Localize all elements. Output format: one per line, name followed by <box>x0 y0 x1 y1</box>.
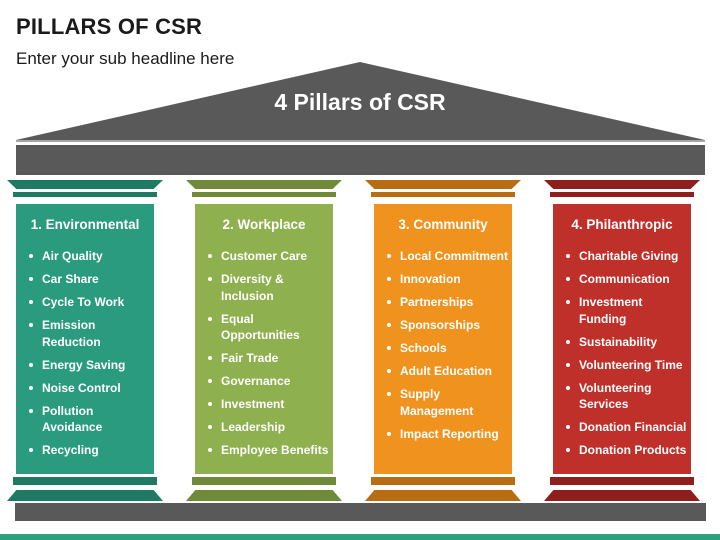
pillar-title: 2. Workplace <box>222 217 306 232</box>
roof-beam-highlight <box>16 140 705 142</box>
pillar-item: Local Commitment <box>387 248 508 265</box>
pillar-title: 3. Community <box>398 217 488 232</box>
pillar-base-band <box>371 477 515 485</box>
pillar-item: Charitable Giving <box>566 248 687 265</box>
pillar-item: Diversity & Inclusion <box>208 271 329 304</box>
roof-title: 4 Pillars of CSR <box>274 89 446 115</box>
pillar-item: Air Quality <box>29 248 150 265</box>
pillar-item: Car Share <box>29 271 150 288</box>
pillar-plinth <box>365 490 521 501</box>
pillar-item: Investment Funding <box>566 294 687 327</box>
pillar-item: Noise Control <box>29 380 150 397</box>
pillar-item: Emission Reduction <box>29 317 150 350</box>
pillar-item: Cycle To Work <box>29 294 150 311</box>
pillar-item: Impact Reporting <box>387 426 508 443</box>
pillar-title: 1. Environmental <box>30 217 140 232</box>
pillar-item: Employee Benefits <box>208 442 329 459</box>
pillar-item: Innovation <box>387 271 508 288</box>
pillar-item: Donation Products <box>566 442 687 459</box>
pillar-base-band <box>192 477 336 485</box>
pillar-item: Volunteering Services <box>566 380 687 413</box>
pillar-item: Customer Care <box>208 248 329 265</box>
pillar-item: Leadership <box>208 419 329 436</box>
pillar-title: 4. Philanthropic <box>571 217 673 232</box>
pillar-item: Energy Saving <box>29 357 150 374</box>
pillar-base-band <box>13 477 157 485</box>
pillar-item: Investment <box>208 396 329 413</box>
pillar-item: Volunteering Time <box>566 357 687 374</box>
page-title: PILLARS OF CSR <box>16 14 203 39</box>
pillar-item: Sponsorships <box>387 317 508 334</box>
pillar-capital-band <box>550 192 694 197</box>
pillar-item: Fair Trade <box>208 350 329 367</box>
pillar-item: Equal Opportunities <box>208 311 329 344</box>
pillar-capital <box>544 180 700 189</box>
pillar-capital-band <box>13 192 157 197</box>
bottom-accent-strip <box>0 534 720 540</box>
roof-beam <box>16 145 705 175</box>
pillar-item: Sustainability <box>566 334 687 351</box>
pillar-capital <box>186 180 342 189</box>
pillar-item: Pollution Avoidance <box>29 403 150 436</box>
pillar-item: Supply Management <box>387 386 508 419</box>
pillar-item: Partnerships <box>387 294 508 311</box>
pillar-capital <box>365 180 521 189</box>
pillar-item: Donation Financial <box>566 419 687 436</box>
pillar-plinth <box>544 490 700 501</box>
pillar-capital-band <box>371 192 515 197</box>
pillar-plinth <box>7 490 163 501</box>
pillar-plinth <box>186 490 342 501</box>
base-beam <box>15 503 706 521</box>
pillar-item: Adult Education <box>387 363 508 380</box>
pillar-item: Communication <box>566 271 687 288</box>
pillar-item: Governance <box>208 373 329 390</box>
pillar-item: Schools <box>387 340 508 357</box>
page-subtitle: Enter your sub headline here <box>16 49 235 68</box>
pillar-base-band <box>550 477 694 485</box>
pillar-capital-band <box>192 192 336 197</box>
pillar-item: Recycling <box>29 442 150 459</box>
pillar-capital <box>7 180 163 189</box>
